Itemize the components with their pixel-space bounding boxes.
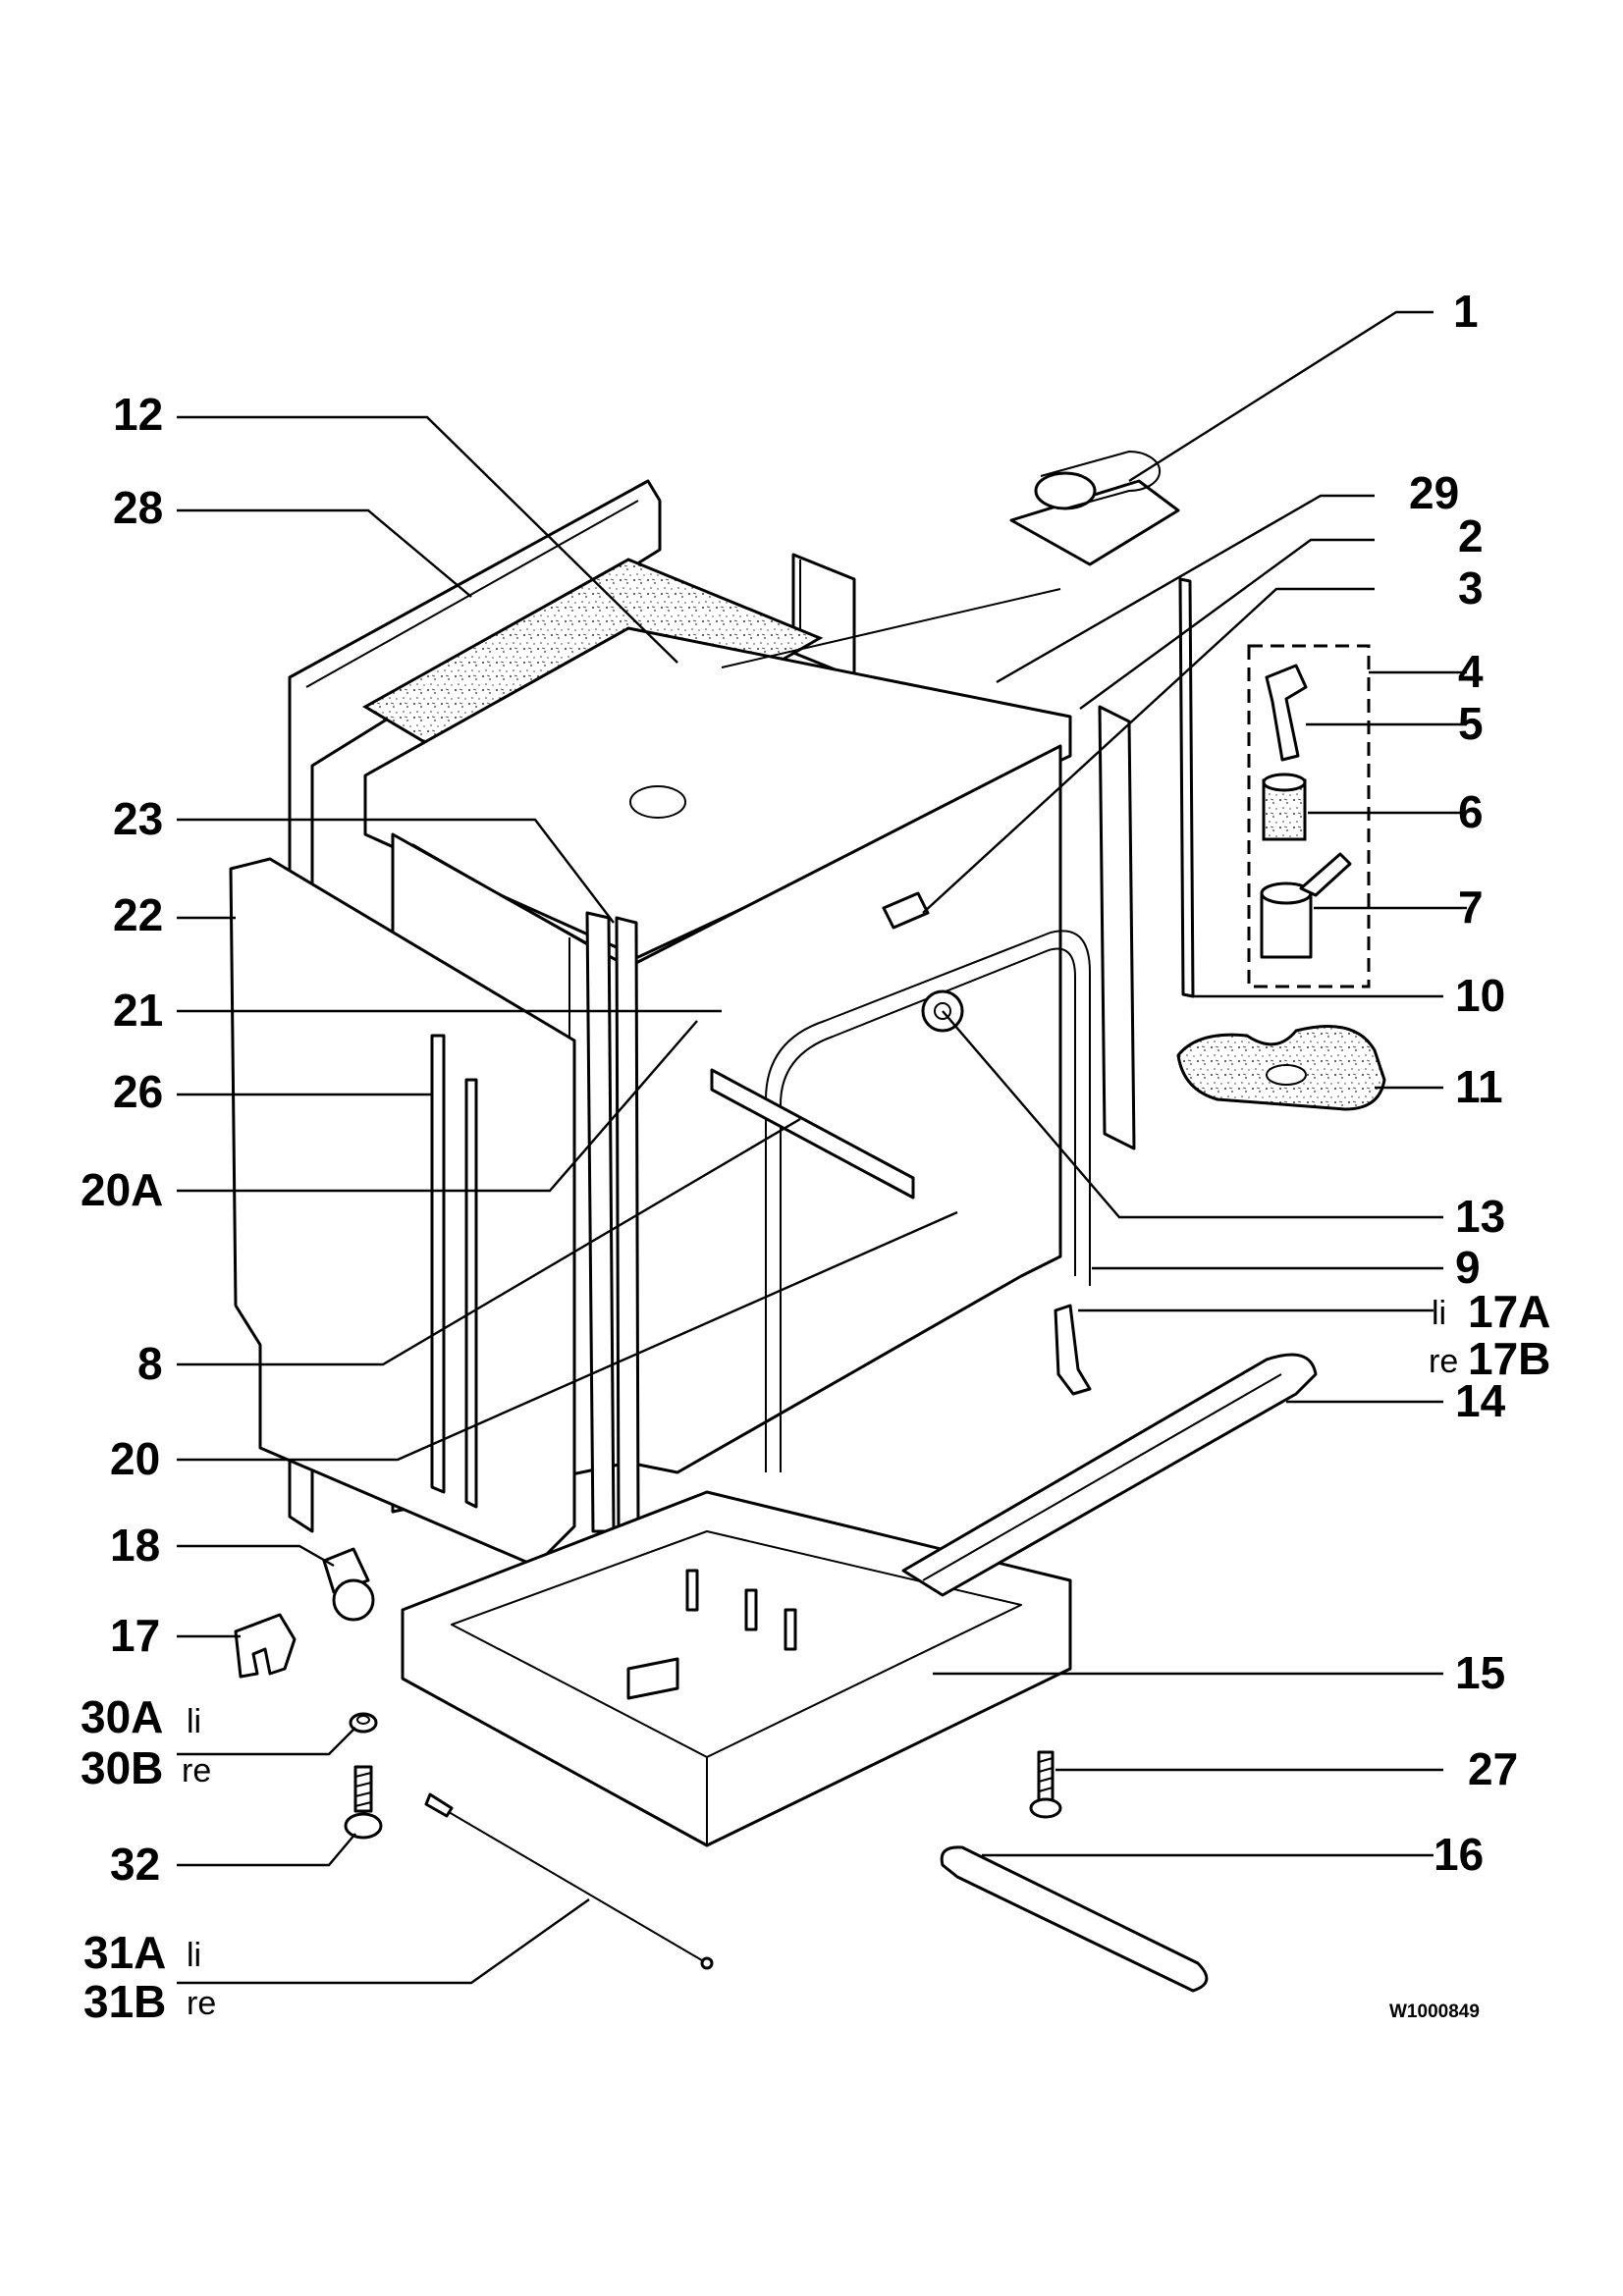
callout-21: 21 xyxy=(113,985,163,1036)
callout-6: 6 xyxy=(1458,786,1484,837)
part-17a-bracket xyxy=(1054,1304,1092,1396)
side-right-31B: re xyxy=(187,1985,216,2022)
callout-17: 17 xyxy=(110,1610,160,1661)
part-5-filter-pin xyxy=(1265,664,1308,762)
callout-11: 11 xyxy=(1455,1061,1503,1112)
callout-20: 20 xyxy=(110,1433,160,1484)
callout-31A: 31A xyxy=(83,1927,166,1978)
side-left-17A: li xyxy=(1432,1295,1446,1332)
part-16-plinth-strip xyxy=(940,1845,1209,1993)
callout-12: 12 xyxy=(113,389,163,440)
callout-30A: 30A xyxy=(81,1691,163,1742)
callout-30B: 30B xyxy=(81,1742,163,1793)
callout-23: 23 xyxy=(113,793,163,844)
callout-1: 1 xyxy=(1453,286,1479,337)
callout-17B: 17B xyxy=(1468,1333,1550,1384)
side-left-31A: li xyxy=(187,1937,201,1974)
part-18-foot xyxy=(332,1578,375,1622)
callout-26: 26 xyxy=(113,1066,163,1117)
callout-28: 28 xyxy=(113,482,163,533)
callout-14: 14 xyxy=(1455,1375,1506,1426)
side-right-30B: re xyxy=(182,1752,211,1789)
part-1-roll xyxy=(1009,479,1180,566)
callout-4: 4 xyxy=(1458,646,1484,697)
callout-2: 2 xyxy=(1458,510,1484,561)
door-seal xyxy=(765,930,1091,1472)
base-tray xyxy=(401,1490,1072,1847)
cabinet-drawing xyxy=(229,479,1318,1847)
callout-22: 22 xyxy=(113,889,163,940)
leader-lines xyxy=(177,310,1467,1985)
callout-32: 32 xyxy=(110,1839,160,1890)
callout-17A: 17A xyxy=(1468,1286,1550,1337)
callout-20A: 20A xyxy=(81,1164,163,1215)
callout-15: 15 xyxy=(1455,1647,1505,1698)
callout-9: 9 xyxy=(1455,1242,1481,1293)
callout-3: 3 xyxy=(1458,562,1484,614)
side-left-30A: li xyxy=(187,1703,201,1740)
side-right-17B: re xyxy=(1429,1343,1458,1380)
callout-29: 29 xyxy=(1409,467,1459,518)
callout-27: 27 xyxy=(1468,1743,1518,1794)
part-31-rod xyxy=(431,1801,708,1964)
part-17-clip xyxy=(234,1613,297,1679)
callout-18: 18 xyxy=(110,1520,160,1571)
loose-parts xyxy=(234,451,1386,1993)
callout-31B: 31B xyxy=(83,1976,166,2027)
cross-strut xyxy=(710,1068,915,1200)
callout-10: 10 xyxy=(1455,970,1505,1021)
callout-16: 16 xyxy=(1434,1829,1484,1880)
callout-labels: 1 12 28 29 2 3 4 5 6 7 10 11 23 22 21 26… xyxy=(81,286,1550,2027)
drawing-code: W1000849 xyxy=(1389,2002,1480,2022)
callout-7: 7 xyxy=(1458,881,1484,933)
callout-13: 13 xyxy=(1455,1191,1505,1242)
filter-kit-box xyxy=(1247,644,1371,988)
callout-8: 8 xyxy=(137,1338,163,1389)
callout-5: 5 xyxy=(1458,698,1484,749)
